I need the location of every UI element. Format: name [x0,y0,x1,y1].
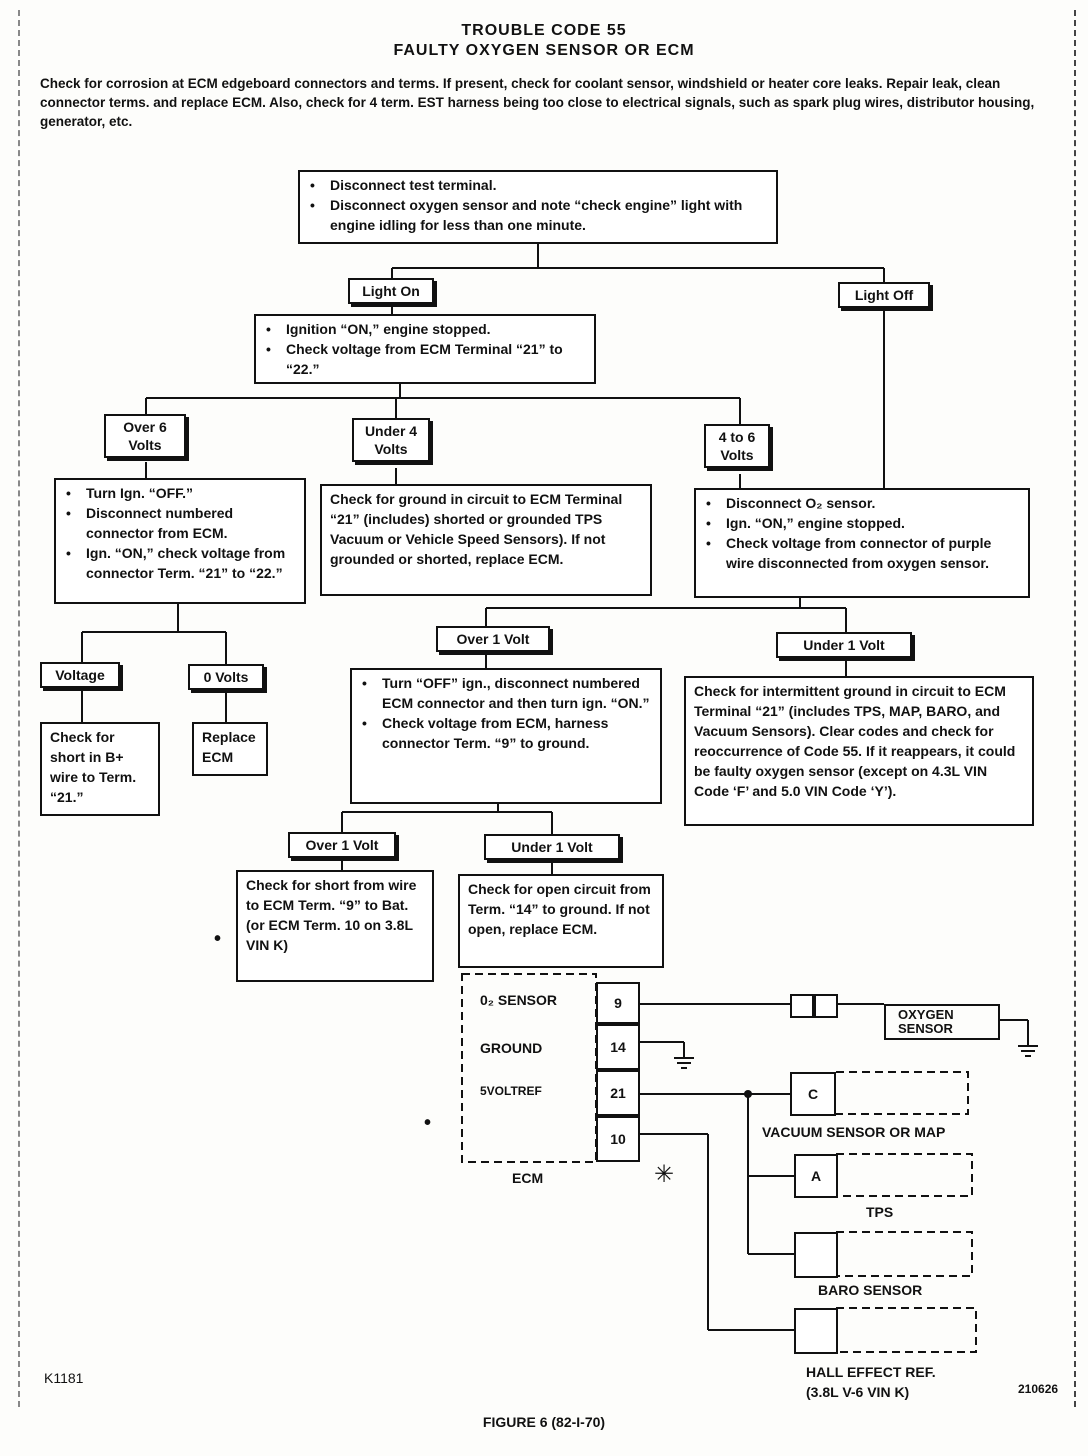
zero-volts-label: 0 Volts [188,664,264,690]
ign-step-1: Ignition “ON,” engine stopped. [266,319,586,339]
over-1-volt-label-b: Over 1 Volt [288,832,396,858]
under-1-volt-label-b: Under 1 Volt [484,834,620,860]
figure-caption: FIGURE 6 (82-I-70) [482,1414,606,1430]
ecm-pin-14: 14 [596,1024,640,1070]
hall-effect-sub-label: (3.8L V-6 VIN K) [806,1384,910,1400]
vacuum-sensor-label: VACUUM SENSOR OR MAP [762,1124,946,1140]
start-box: Disconnect test terminal. Disconnect oxy… [298,170,778,244]
ecm-label: ECM [512,1170,544,1186]
term9-step-2: Check voltage from ECM, harness connecto… [362,713,652,753]
tps-label: TPS [866,1204,894,1220]
o2-sensor-check-box: Disconnect O₂ sensor. Ign. “ON,” engine … [694,488,1030,598]
tps-pin-a: A [794,1154,838,1198]
term-9-check-box: Turn “OFF” ign., disconnect numbered ECM… [350,668,662,804]
bullet-mark-2: • [424,1112,432,1134]
over6-step-2: Disconnect numbered connector from ECM. [66,503,296,543]
light-off-label: Light Off [838,282,930,308]
over6-step-3: Ign. “ON,” check voltage from connector … [66,543,296,583]
replace-ecm-box: Replace ECM [192,722,268,776]
intermittent-ground-box: Check for intermittent ground in circuit… [684,676,1034,826]
start-step-2: Disconnect oxygen sensor and note “check… [310,195,768,235]
start-step-1: Disconnect test terminal. [310,175,768,195]
vacuum-pin-c: C [790,1072,836,1116]
ecm-pin-10: 10 [596,1116,640,1162]
baro-sensor-label: BARO SENSOR [818,1282,923,1298]
o2-step-1: Disconnect O₂ sensor. [706,493,1020,513]
ecm-o2-sensor-label: 0₂ SENSOR [480,992,558,1008]
term9-step-1: Turn “OFF” ign., disconnect numbered ECM… [362,673,652,713]
bullet-mark-1: • [214,928,222,950]
intro-text: Check for corrosion at ECM edgeboard con… [40,76,1035,129]
oxygen-sensor-box: OXYGEN SENSOR [884,1004,1000,1040]
connector-b [814,994,838,1018]
asterisk-icon: ✳ [654,1161,675,1188]
short-bplus-box: Check for short in B+ wire to Term. “21.… [40,722,160,816]
under-1-volt-label-a: Under 1 Volt [776,632,912,658]
voltage-label: Voltage [40,662,120,688]
ecm-ground-label: GROUND [480,1040,543,1056]
ecm-pin-21: 21 [596,1070,640,1116]
baro-pin [794,1232,838,1278]
over-1-volt-label-a: Over 1 Volt [436,626,550,652]
light-on-label: Light On [348,278,434,304]
ign-step-2: Check voltage from ECM Terminal “21” to … [266,339,586,379]
short-bat-box: Check for short from wire to ECM Term. “… [236,870,434,982]
over6-step-1: Turn Ign. “OFF.” [66,483,296,503]
page-title: TROUBLE CODE 55 [461,22,627,39]
connector-a [790,994,814,1018]
hall-effect-label: HALL EFFECT REF. [806,1364,936,1380]
page-subtitle: FAULTY OXYGEN SENSOR OR ECM [393,42,695,59]
ecm-5v-ref-label: 5VOLTREF [480,1084,542,1098]
o2-step-2: Ign. “ON,” engine stopped. [706,513,1020,533]
ignition-check-box: Ignition “ON,” engine stopped. Check vol… [254,314,596,384]
over-6-volts-label: Over 6 Volts [104,414,186,458]
right-code: 210626 [1018,1382,1059,1396]
ecm-pin-9: 9 [596,982,640,1024]
left-code: K1181 [44,1370,84,1386]
page-frame [18,10,1076,1407]
hall-pin [794,1308,838,1354]
4-to-6-volts-label: 4 to 6 Volts [704,424,770,468]
under-4-volts-label: Under 4 Volts [352,418,430,462]
open-circuit-box: Check for open circuit from Term. “14” t… [458,874,664,968]
o2-step-3: Check voltage from connector of purple w… [706,533,1020,573]
under-4-volts-box: Check for ground in circuit to ECM Termi… [320,484,652,596]
over-6-volts-box: Turn Ign. “OFF.” Disconnect numbered con… [54,478,306,604]
